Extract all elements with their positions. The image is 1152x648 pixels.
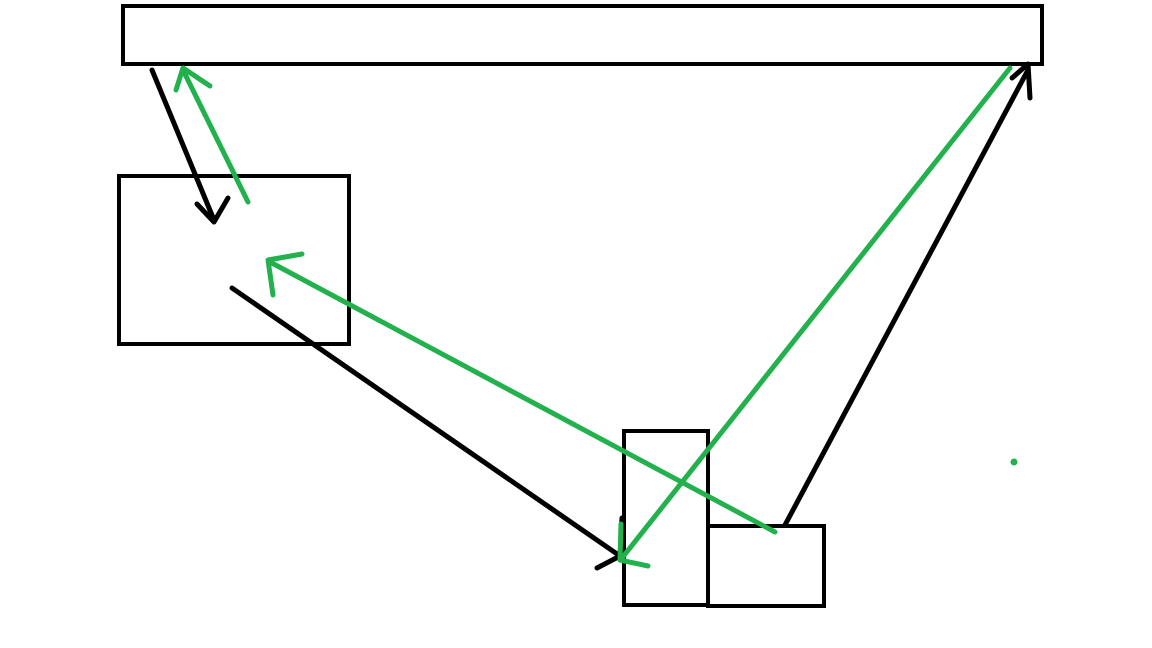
- top-bar-box: [121, 4, 1044, 66]
- green-arrow-leftbox-to-topbar: [173, 65, 251, 205]
- green-arrow-topbar-to-tallbox: [617, 65, 1013, 569]
- green-dot: [1010, 458, 1018, 466]
- black-arrow-smallbox-to-topbar: [782, 61, 1033, 528]
- black-arrow-topbar-to-leftbox: [149, 67, 231, 225]
- green-arrow-smallbox-to-leftbox: [265, 251, 778, 535]
- green-arrows: [173, 65, 1018, 569]
